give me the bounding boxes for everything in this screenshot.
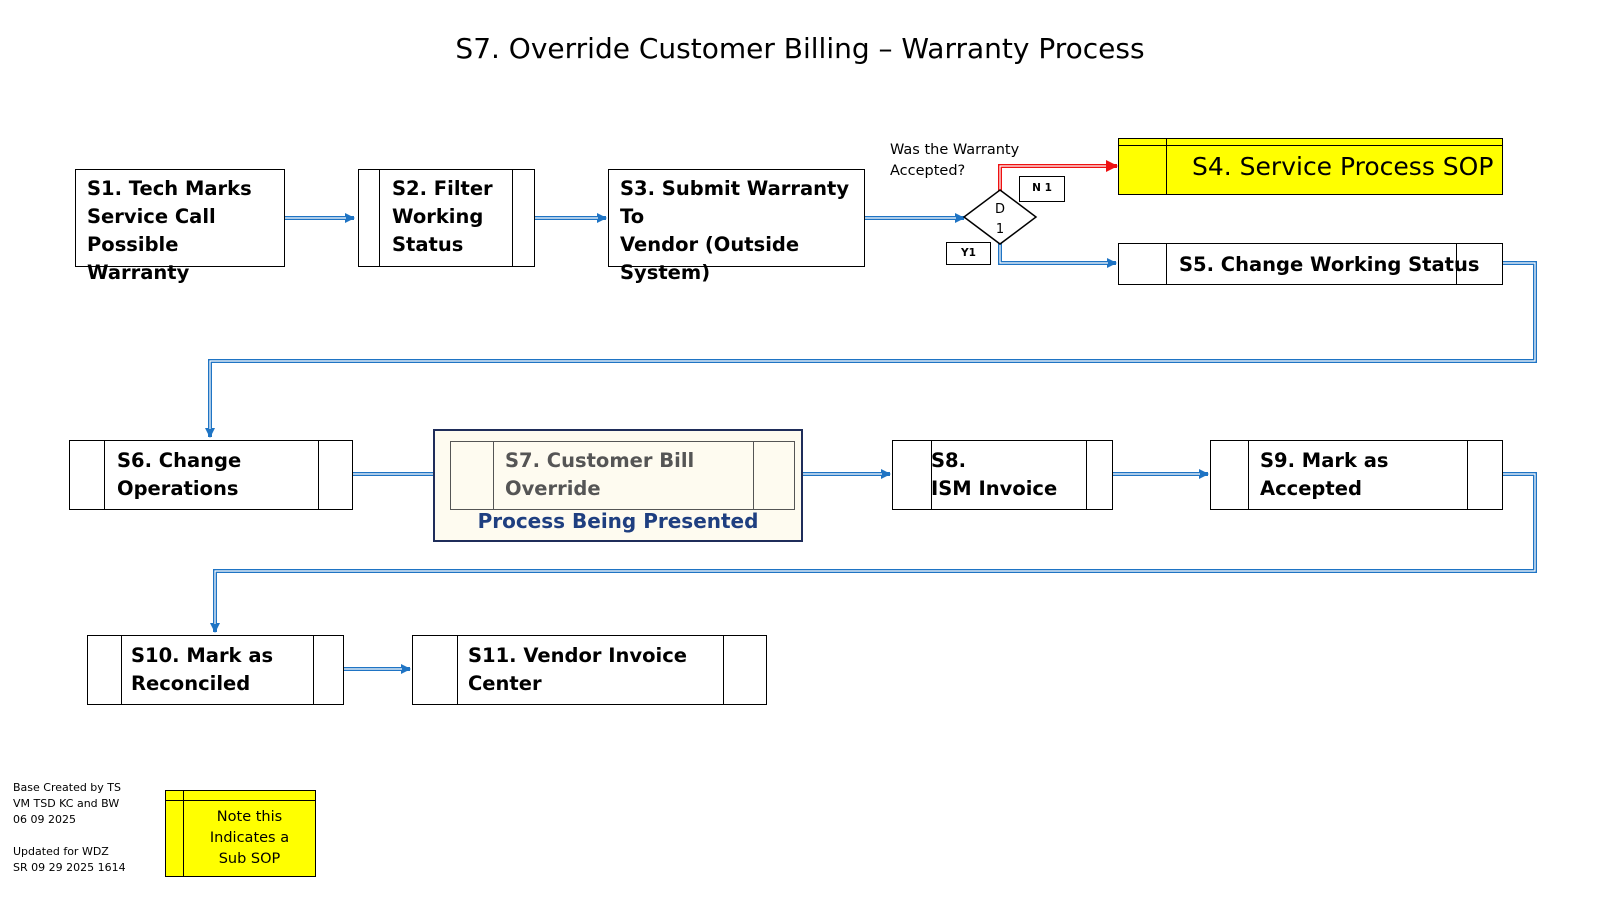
step-s5[interactable]: S5. Change Working Status: [1118, 243, 1503, 285]
arrow-d1-s5: [998, 243, 1117, 268]
arrow-s5-s6: [205, 261, 1537, 438]
decision-label-bottom: 1: [996, 222, 1004, 237]
step-s2-label: S2. Filter Working Status: [392, 177, 493, 256]
decision-diamond: [962, 189, 1038, 245]
decision-label-top: D: [995, 202, 1005, 217]
step-s10[interactable]: S10. Mark as Reconciled: [87, 635, 344, 705]
step-s10-label: S10. Mark as Reconciled: [131, 644, 274, 695]
page-title: S7. Override Customer Billing – Warranty…: [455, 32, 1145, 65]
decision-question: Was the Warranty Accepted?: [890, 142, 1020, 179]
legend-sub-sop: Note this Indicates a Sub SOP: [165, 790, 316, 877]
step-s8-label: S8. ISM Invoice: [931, 449, 1058, 500]
decision-no-tag: N 1: [1019, 176, 1065, 202]
step-s1[interactable]: S1. Tech Marks Service Call Possible War…: [75, 169, 285, 284]
step-s11[interactable]: S11. Vendor Invoice Center: [412, 635, 767, 705]
step-s2[interactable]: S2. Filter Working Status: [358, 169, 535, 267]
step-s6-label: S6. Change Operations: [117, 449, 242, 500]
decision-yes-tag: Y1: [946, 242, 991, 265]
legend-note: Note this Indicates a Sub SOP: [209, 809, 290, 867]
step-s5-label: S5. Change Working Status: [1179, 253, 1480, 276]
step-s6[interactable]: S6. Change Operations: [69, 440, 353, 510]
step-s7[interactable]: S7. Customer Bill Override: [450, 441, 795, 510]
step-s4-sub-sop[interactable]: S4. Service Process SOP: [1118, 138, 1503, 195]
step-s8[interactable]: S8. ISM Invoice: [892, 440, 1113, 510]
step-s7-label: S7. Customer Bill Override: [505, 449, 695, 500]
highlight-caption: Process Being Presented: [477, 509, 759, 533]
step-s9-label: S9. Mark as Accepted: [1260, 449, 1389, 500]
step-s3[interactable]: S3. Submit Warranty To Vendor (Outside S…: [608, 169, 865, 284]
footer-credits: Base Created by TS VM TSD KC and BW 06 0…: [13, 781, 126, 874]
step-s11-label: S11. Vendor Invoice Center: [468, 644, 687, 695]
step-s3-label: S3. Submit Warranty To Vendor (Outside S…: [620, 177, 850, 284]
step-s1-label: S1. Tech Marks Service Call Possible War…: [87, 177, 252, 284]
highlight-frame: S7. Customer Bill Override Process Being…: [433, 429, 803, 542]
step-s4-label: S4. Service Process SOP: [1192, 152, 1494, 181]
step-s9[interactable]: S9. Mark as Accepted: [1210, 440, 1503, 510]
